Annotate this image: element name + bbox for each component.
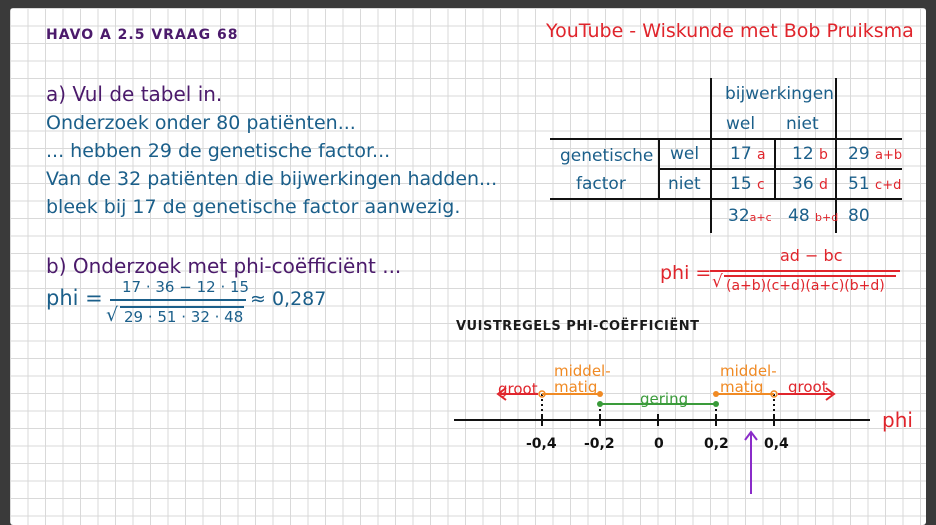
groot-right-label: groot — [788, 378, 828, 396]
cell-c: 15 c — [730, 176, 765, 193]
cell-a: 17 a — [730, 146, 766, 163]
middel-left-label-1: middel- — [554, 362, 611, 380]
cell-cd-value: 51 — [848, 174, 870, 194]
cell-b-value: 12 — [792, 144, 814, 164]
middelmatig-dot-inner-right — [713, 391, 719, 397]
col-wel: wel — [726, 114, 756, 134]
tick-label-m02: -0,2 — [584, 436, 615, 452]
groot-left-label: groot — [498, 380, 538, 398]
part-a-line-4: bleek bij 17 de genetische factor aanwez… — [46, 196, 461, 218]
row-wel: wel — [670, 144, 700, 164]
tick-label-02: 0,2 — [704, 436, 729, 452]
cell-bd: 48 b+d — [788, 208, 838, 225]
phi-prefix: phi = — [46, 286, 103, 310]
cell-a-label: a — [757, 147, 766, 163]
table-line-h2 — [658, 168, 902, 170]
formula-denominator: (a+b)(c+d)(a+c)(b+d) — [726, 278, 885, 294]
contingency-table: bijwerkingen wel niet genetische factor … — [550, 78, 910, 238]
part-a-label: a) Vul de tabel in. — [46, 82, 223, 106]
table-line-h1 — [550, 138, 902, 140]
middel-right-label-2: matig — [720, 378, 764, 396]
cell-a-value: 17 — [730, 144, 752, 164]
phi-denominator: 29 · 51 · 32 · 48 — [124, 308, 244, 326]
row-header-2: factor — [576, 174, 626, 194]
formula-lhs: phi = — [660, 262, 712, 284]
table-line-v3 — [835, 78, 837, 233]
groot-right-arrowhead — [825, 387, 836, 401]
sqrt-bar — [120, 306, 244, 308]
number-line-svg — [454, 387, 870, 494]
phi-number-line: groot middel- matig gering middel- matig… — [450, 348, 930, 508]
groot-left-arrowhead — [496, 387, 507, 401]
fraction-bar — [110, 299, 246, 301]
cell-total: 80 — [848, 206, 870, 226]
middelmatig-dot-inner-left — [597, 391, 603, 397]
result-pointer-arrowhead — [744, 430, 758, 441]
formula-numerator: ad − bc — [780, 246, 843, 265]
cell-d: 36 d — [792, 176, 828, 193]
formula-sqrt-icon: √ — [712, 272, 723, 292]
tick-label-04: 0,4 — [764, 436, 789, 452]
cell-c-label: c — [757, 177, 765, 193]
row-header-1: genetische — [560, 146, 654, 166]
cell-ac-value: 32 — [728, 206, 750, 226]
cell-d-value: 36 — [792, 174, 814, 194]
part-a-line-1: Onderzoek onder 80 patiënten... — [46, 112, 356, 134]
gering-dot-right — [713, 401, 719, 407]
col-header: bijwerkingen — [725, 84, 834, 104]
row-niet: niet — [668, 174, 701, 194]
table-line-v0 — [658, 140, 660, 200]
gering-label: gering — [640, 390, 689, 408]
cell-c-value: 15 — [730, 174, 752, 194]
rules-title: VUISTREGELS PHI-COËFFICIËNT — [456, 319, 700, 334]
cell-bd-value: 48 — [788, 206, 810, 226]
part-b-label: b) Onderzoek met phi-coëfficiënt ... — [46, 254, 402, 278]
gering-dot-left — [597, 401, 603, 407]
phi-numerator: 17 · 36 − 12 · 15 — [122, 278, 250, 296]
middelmatig-dot-right — [770, 390, 778, 398]
part-a-line-2: ... hebben 29 de genetische factor... — [46, 140, 391, 162]
formula-bar — [710, 270, 900, 272]
cell-cd-label: c+d — [875, 178, 902, 193]
whiteboard: HAVO A 2.5 VRAAG 68 YouTube - Wiskunde m… — [10, 8, 926, 525]
cell-ac-label: a+c — [749, 211, 772, 224]
cell-b-label: b — [819, 147, 828, 163]
cell-ab: 29 a+b — [848, 146, 902, 163]
sqrt-icon: √ — [106, 304, 119, 326]
tick-label-m04: -0,4 — [526, 436, 557, 452]
cell-b: 12 b — [792, 146, 828, 163]
formula-sqrt-bar — [724, 275, 896, 277]
axis-label: phi — [882, 408, 913, 432]
cell-ab-value: 29 — [848, 144, 870, 164]
cell-ab-label: a+b — [875, 148, 903, 163]
tick-label-0: 0 — [654, 436, 664, 452]
table-line-h3 — [550, 198, 902, 200]
middelmatig-dot-left — [538, 390, 546, 398]
col-niet: niet — [786, 114, 819, 134]
middel-right-label-1: middel- — [720, 362, 777, 380]
part-a-line-3: Van de 32 patiënten die bijwerkingen had… — [46, 168, 498, 190]
phi-result: ≈ 0,287 — [250, 288, 327, 310]
channel-title: YouTube - Wiskunde met Bob Pruiksma — [546, 20, 914, 42]
cell-cd: 51 c+d — [848, 176, 901, 193]
cell-d-label: d — [819, 177, 828, 193]
table-line-v2 — [774, 140, 776, 200]
exercise-title: HAVO A 2.5 VRAAG 68 — [46, 27, 239, 43]
cell-bd-label: b+d — [815, 211, 839, 224]
cell-ac: 32a+c — [728, 208, 772, 225]
table-line-v1 — [710, 78, 712, 233]
middel-left-label-2: matig — [554, 378, 598, 396]
